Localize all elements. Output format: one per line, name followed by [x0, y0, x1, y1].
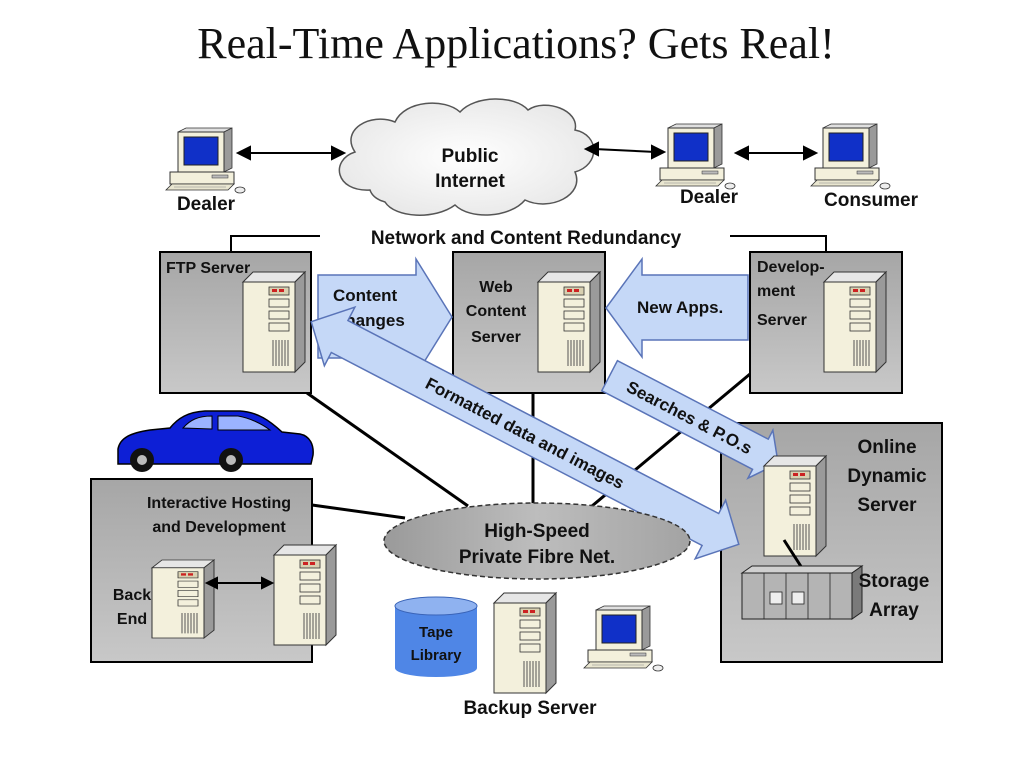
back-end-label-line1: Back [113, 587, 151, 604]
web-server-label-line1: Web [479, 279, 513, 296]
dev-server-label-line1: Develop- [757, 259, 825, 276]
fibre-net-label-line2: Private Fibre Net. [459, 547, 615, 568]
redundancy-label: Network and Content Redundancy [371, 228, 682, 249]
client-links [235, 141, 819, 161]
hosting-label-line2: and Development [152, 519, 286, 536]
consumer-label: Consumer [824, 190, 919, 211]
dev-server-label-line3: Server [757, 312, 807, 329]
fibre-net-ellipse [383, 502, 691, 580]
storage-label-line1: Storage [859, 571, 930, 592]
tape-label-line2: Library [411, 647, 463, 664]
content-changes-label-line1: Content [333, 286, 398, 305]
backup-server-label: Backup Server [463, 698, 597, 719]
dev-server-label-line2: ment [757, 283, 796, 300]
hosting-label-line1: Interactive Hosting [147, 495, 291, 512]
consumer-computer-icon [810, 123, 891, 190]
web-server-icon [537, 271, 601, 373]
car-icon [117, 410, 314, 472]
storage-link [782, 539, 804, 569]
dev-server-icon [823, 271, 887, 373]
backup-computer-icon [583, 605, 664, 672]
new-apps-arrow [605, 256, 749, 360]
back-end-link [204, 576, 275, 590]
internet-label-line1: Public [441, 146, 498, 167]
tape-label-line1: Tape [419, 624, 453, 641]
redundancy-bracket [230, 235, 827, 252]
internet-cloud [338, 98, 595, 216]
back-end-server-icon [151, 559, 215, 639]
web-server-label-line2: Content [466, 303, 527, 320]
fibre-net-label-line1: High-Speed [484, 521, 590, 542]
page-title: Real-Time Applications? Gets Real! [197, 19, 834, 68]
searches-label: Searches & P.O.s [623, 377, 755, 458]
web-server-label-line3: Server [471, 329, 521, 346]
new-apps-label: New Apps. [637, 298, 723, 317]
dealer-right-label: Dealer [680, 187, 739, 208]
dealer-right-computer-icon [655, 123, 736, 190]
online-server-label-line1: Online [857, 437, 916, 458]
back-end-label-line2: End [117, 611, 147, 628]
backup-server-icon [493, 592, 557, 694]
ftp-server-label: FTP Server [166, 260, 250, 277]
dealer-left-label: Dealer [177, 194, 236, 215]
storage-label-line2: Array [869, 600, 919, 621]
internet-label-line2: Internet [435, 171, 505, 192]
online-server-label-line3: Server [857, 495, 917, 516]
ftp-server-icon [242, 271, 306, 373]
online-server-label-line2: Dynamic [847, 466, 927, 487]
tape-library-icon [394, 596, 478, 677]
dealer-left-computer-icon [165, 127, 246, 194]
storage-array-icon [740, 565, 864, 620]
hosting-server-icon [273, 544, 337, 646]
online-server-icon [763, 455, 827, 557]
